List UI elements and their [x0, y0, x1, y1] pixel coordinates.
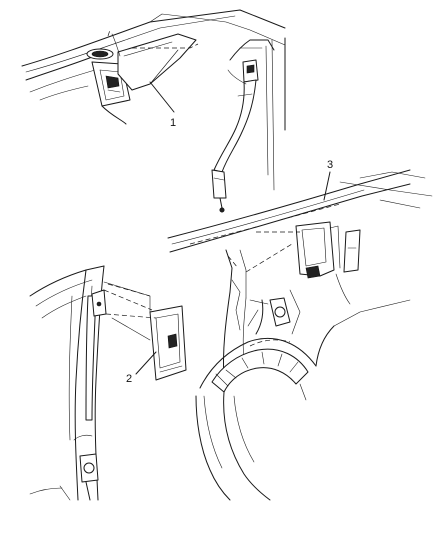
callout-3-label: 3 [327, 159, 333, 171]
view-b-pillar-trim: 2 [29, 265, 187, 501]
view-a-pillar-trim: 1 [21, 9, 286, 213]
view-quarter-trim: 3 [167, 159, 433, 501]
callout-2-label: 2 [126, 373, 132, 385]
callout-1-label: 1 [170, 117, 176, 129]
